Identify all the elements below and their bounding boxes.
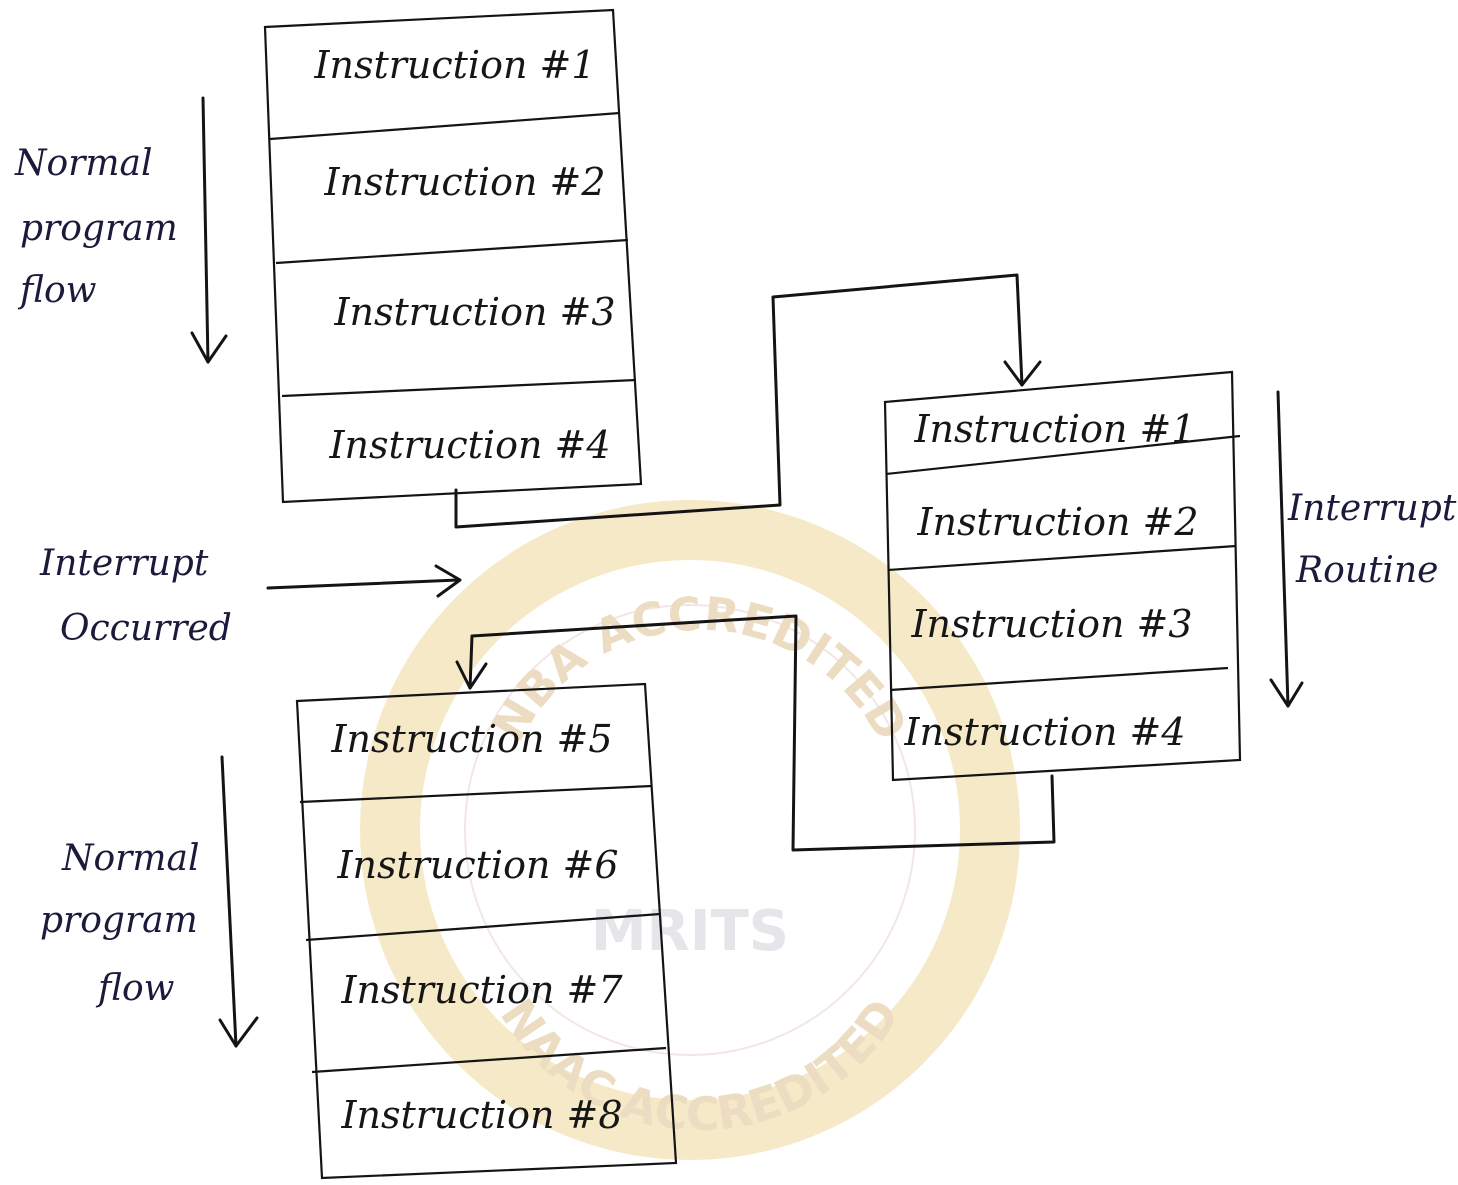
main-program-box-bottom-outline: [295, 682, 678, 1180]
instruction-cell: Instruction #8: [340, 1093, 622, 1137]
interrupt-routine-arrow: [1276, 390, 1290, 708]
normal-flow-bottom-arrowhead: [218, 1016, 259, 1048]
instruction-cell: Instruction #3: [910, 602, 1192, 646]
jump-to-routine-connector: [454, 273, 1024, 529]
jump-arrowhead: [1003, 360, 1042, 387]
label-line: Occurred: [60, 608, 232, 649]
box-divider: [269, 111, 621, 141]
box-divider: [311, 1046, 667, 1074]
flow-connectors: [190, 96, 1304, 1048]
normal-flow-top-arrowhead: [190, 331, 228, 364]
label-line: Interrupt: [39, 543, 209, 584]
instruction-cell: Instruction #5: [330, 717, 612, 761]
box-divider: [275, 238, 629, 265]
interrupt-arrow: [266, 578, 460, 590]
instruction-cell: Instruction #2: [323, 160, 605, 204]
interrupt-routine-box-outline: [883, 370, 1242, 782]
watermark-center-text: MRITS: [591, 899, 789, 964]
watermark-inner-ring: [464, 604, 916, 1056]
return-connector: [468, 614, 1056, 852]
label-line: Normal: [61, 838, 200, 879]
label-interrupt-routine: Interrupt Routine: [1287, 488, 1457, 591]
label-line: Routine: [1295, 550, 1438, 591]
box-divider: [889, 666, 1229, 692]
return-arrowhead: [455, 660, 488, 690]
interrupt-routine-arrowhead: [1269, 678, 1304, 708]
instruction-cell: Instruction #6: [336, 843, 618, 887]
instruction-cell: Instruction #1: [913, 407, 1195, 451]
box-divider: [281, 378, 637, 398]
label-normal-flow-bottom: Normal program flow: [40, 838, 200, 1009]
label-line: Normal: [14, 143, 153, 184]
instruction-cell: Instruction #2: [916, 500, 1198, 544]
box-divider: [305, 912, 661, 942]
label-line: program: [20, 208, 178, 249]
instruction-cell: Instruction #7: [340, 968, 623, 1012]
watermark-ring: [360, 500, 1020, 1160]
interrupt-arrowhead: [434, 564, 462, 598]
label-line: flow: [95, 968, 175, 1009]
label-normal-flow-top: Normal program flow: [14, 143, 178, 311]
label-line: flow: [17, 270, 97, 311]
instruction-cell: Instruction #3: [333, 290, 615, 334]
main-program-box-top-outline: [263, 8, 643, 504]
label-line: Interrupt: [1287, 488, 1457, 529]
instruction-cell: Instruction #1: [313, 43, 595, 87]
instruction-cell: Instruction #4: [903, 710, 1185, 754]
main-program-box-bottom: Instruction #5 Instruction #6 Instructio…: [295, 682, 678, 1180]
label-line: program: [40, 900, 198, 941]
main-program-box-top: Instruction #1 Instruction #2 Instructio…: [263, 8, 643, 504]
box-divider: [885, 434, 1241, 476]
normal-flow-bottom-arrow: [220, 755, 238, 1048]
box-divider: [299, 784, 653, 804]
normal-flow-top-arrow: [201, 96, 210, 364]
interrupt-routine-box: Instruction #1 Instruction #2 Instructio…: [883, 370, 1242, 782]
instruction-cell: Instruction #4: [328, 423, 610, 467]
box-divider: [887, 544, 1237, 572]
label-interrupt-occurred: Interrupt Occurred: [39, 543, 232, 649]
